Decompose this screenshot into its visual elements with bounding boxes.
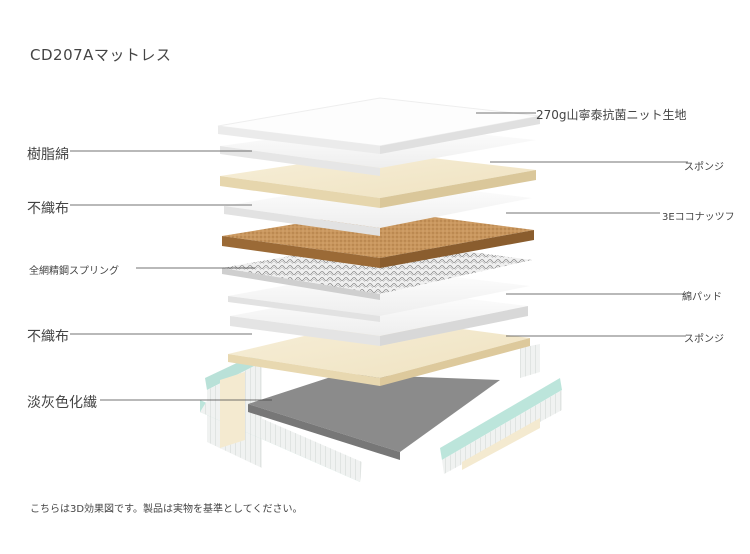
label-sponge-top: スポンジ [684, 162, 724, 173]
label-spring: 全網精鋼スプリング [29, 266, 119, 277]
footer-note: こちらは3D効果図です。製品は実物を基準としてください。 [30, 504, 303, 515]
base-frame-right [440, 344, 562, 474]
leader-lines [70, 112, 688, 401]
grey-base-layer [248, 374, 500, 452]
label-sponge-bottom: スポンジ [684, 334, 724, 345]
label-base: 淡灰色化繊 [27, 395, 97, 411]
layer-sponge-bottom [228, 318, 530, 386]
label-coconut: 3Eココナッツフ [662, 212, 735, 223]
label-nonwoven-top: 不織布 [27, 201, 69, 217]
page-title: CD207Aマットレス [30, 46, 172, 64]
label-nonwoven-bottom: 不織布 [27, 329, 69, 345]
label-cotton-pad: 綿パッド [682, 292, 722, 303]
label-knit: 270g山寧泰抗菌ニット生地 [536, 108, 687, 122]
label-fiber: 樹脂綿 [27, 147, 69, 163]
layer-knit [217, 97, 541, 154]
